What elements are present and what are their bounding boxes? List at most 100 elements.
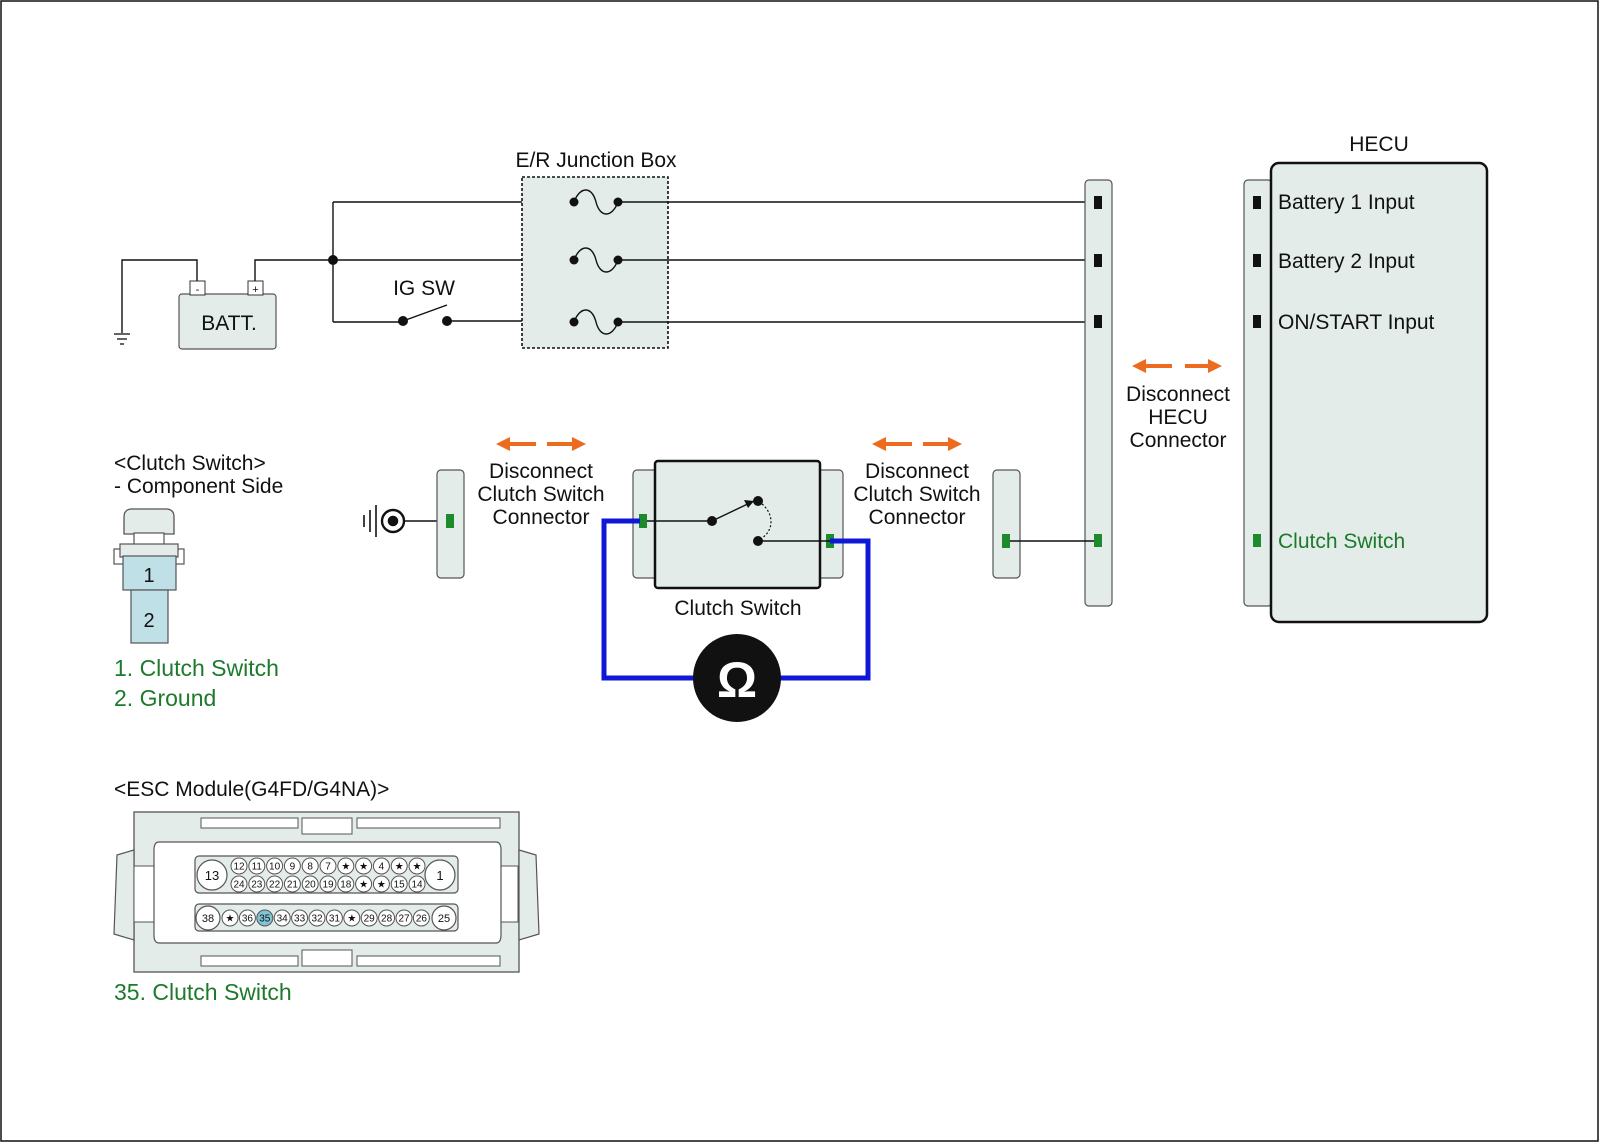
esc-pin-label: 21	[287, 880, 299, 891]
esc-pin-label: 7	[325, 862, 331, 873]
esc-pin-label: 28	[381, 914, 393, 925]
harness-pin-4	[1094, 534, 1102, 547]
esc-pin-label: 33	[294, 914, 306, 925]
component-legend-1: 1. Clutch Switch	[114, 655, 279, 681]
connector-pin-1	[122, 555, 177, 591]
connector-pin-2	[130, 589, 169, 644]
battery: - + BATT.	[178, 280, 277, 350]
battery-negative-label: -	[196, 284, 200, 296]
esc-pin-label: 14	[411, 880, 423, 891]
esc-pin-circle	[355, 875, 373, 893]
esc-pin-label: 4	[379, 862, 385, 873]
esc-pin-label: 15	[394, 880, 406, 891]
esc-pin-circle	[395, 909, 413, 927]
hecu-module	[1269, 161, 1489, 624]
disconnect-hecu-line-2: HECU	[1148, 406, 1208, 429]
clutch-switch-contacts	[647, 496, 830, 546]
esc-pin-circle	[283, 857, 301, 875]
esc-legend: 35. Clutch Switch	[114, 979, 292, 1005]
hecu-title: HECU	[1349, 133, 1409, 156]
svg-text:38: 38	[202, 913, 214, 925]
esc-pin-circle	[221, 909, 239, 927]
esc-pin-circle	[343, 909, 361, 927]
esc-pin-circle	[301, 875, 319, 893]
esc-pin-circle	[372, 875, 390, 893]
esc-pin-label: ★	[377, 880, 386, 891]
harness-pin-3	[1094, 315, 1102, 328]
esc-pin-circle	[355, 857, 373, 875]
esc-pin-circle	[266, 875, 284, 893]
esc-pin-circle	[273, 909, 291, 927]
esc-pin-circle	[308, 909, 326, 927]
disconnect-hecu-line-3: Connector	[1130, 429, 1227, 452]
battery-label: BATT.	[201, 312, 257, 335]
esc-pin-circle	[319, 875, 337, 893]
esc-pin-circle	[360, 909, 378, 927]
hecu-pin-1-label: Battery 1 Input	[1278, 191, 1415, 214]
esc-pin-label: ★	[359, 880, 368, 891]
esc-pin-circle	[248, 857, 266, 875]
meter-lead-right	[780, 538, 871, 681]
esc-pin-circle	[337, 857, 355, 875]
esc-pin-label: 32	[311, 914, 323, 925]
esc-pin-label: ★	[359, 862, 368, 873]
esc-pin-label: ★	[226, 914, 235, 925]
esc-pin-circle	[325, 909, 343, 927]
esc-pin-circle	[319, 857, 337, 875]
clutch-switch-pin-1	[639, 514, 647, 528]
disconnect-clutch-left-line-2: Clutch Switch	[477, 483, 604, 506]
junction-box-label: E/R Junction Box	[515, 149, 677, 172]
disconnect-hecu-arrows	[1132, 359, 1222, 373]
esc-pin-1: 1	[424, 859, 456, 891]
esc-pin-circle	[390, 857, 408, 875]
ground-side-pin	[446, 514, 454, 528]
connector-pin-2-label: 2	[143, 610, 154, 632]
esc-pin-circle	[230, 857, 248, 875]
esc-pin-label: 26	[416, 914, 428, 925]
esc-pin-label: 23	[251, 880, 263, 891]
ohmmeter: Ω	[693, 634, 781, 722]
component-legend-2: 2. Ground	[114, 685, 216, 711]
hecu-pin-1	[1253, 196, 1261, 209]
esc-pin-circle	[291, 909, 309, 927]
battery-ground-wire	[121, 259, 198, 333]
ig-switch: IG SW	[393, 277, 573, 326]
hecu-pin-2-label: Battery 2 Input	[1278, 250, 1415, 273]
esc-pin-circle	[378, 909, 396, 927]
clutch-switch-connector-view: 1 2	[113, 508, 185, 644]
esc-pin-circle	[248, 875, 266, 893]
svg-text:13: 13	[205, 868, 219, 883]
fuses	[569, 189, 623, 335]
esc-pin-label: 10	[269, 862, 281, 873]
esc-pin-label: ★	[347, 914, 356, 925]
esc-pin-label: 29	[364, 914, 376, 925]
esc-pin-circle	[408, 875, 426, 893]
harness-clutch-pin	[1002, 534, 1010, 548]
esc-pin-circle	[337, 875, 355, 893]
component-view-title: <Clutch Switch>	[114, 452, 266, 475]
disconnect-clutch-arrows-left	[496, 437, 586, 451]
esc-pin-25: 25	[431, 905, 457, 931]
disconnect-clutch-left-line-1: Disconnect	[489, 460, 593, 483]
esc-pin-circle	[283, 875, 301, 893]
esc-pin-label: 9	[290, 862, 296, 873]
esc-pin-circle	[230, 875, 248, 893]
connector-pin-1-label: 1	[143, 565, 154, 587]
hecu-pin-4-label: Clutch Switch	[1278, 530, 1405, 553]
disconnect-clutch-right-line-3: Connector	[869, 506, 966, 529]
esc-pin-label: 35	[259, 914, 271, 925]
hecu-pin-3-label: ON/START Input	[1278, 311, 1435, 334]
hecu-pin-2	[1253, 254, 1261, 267]
ig-switch-label: IG SW	[393, 277, 455, 300]
ohm-symbol: Ω	[717, 652, 757, 708]
esc-module-title: <ESC Module(G4FD/G4NA)>	[114, 778, 389, 801]
harness-pin-1	[1094, 196, 1102, 209]
harness-connector	[1084, 179, 1113, 607]
harness-pin-2	[1094, 254, 1102, 267]
disconnect-hecu-line-1: Disconnect	[1126, 383, 1230, 406]
esc-pin-label: 18	[340, 880, 352, 891]
component-view-subtitle: - Component Side	[114, 475, 283, 498]
esc-pin-label: 8	[307, 862, 313, 873]
esc-pin-label: 24	[233, 880, 245, 891]
